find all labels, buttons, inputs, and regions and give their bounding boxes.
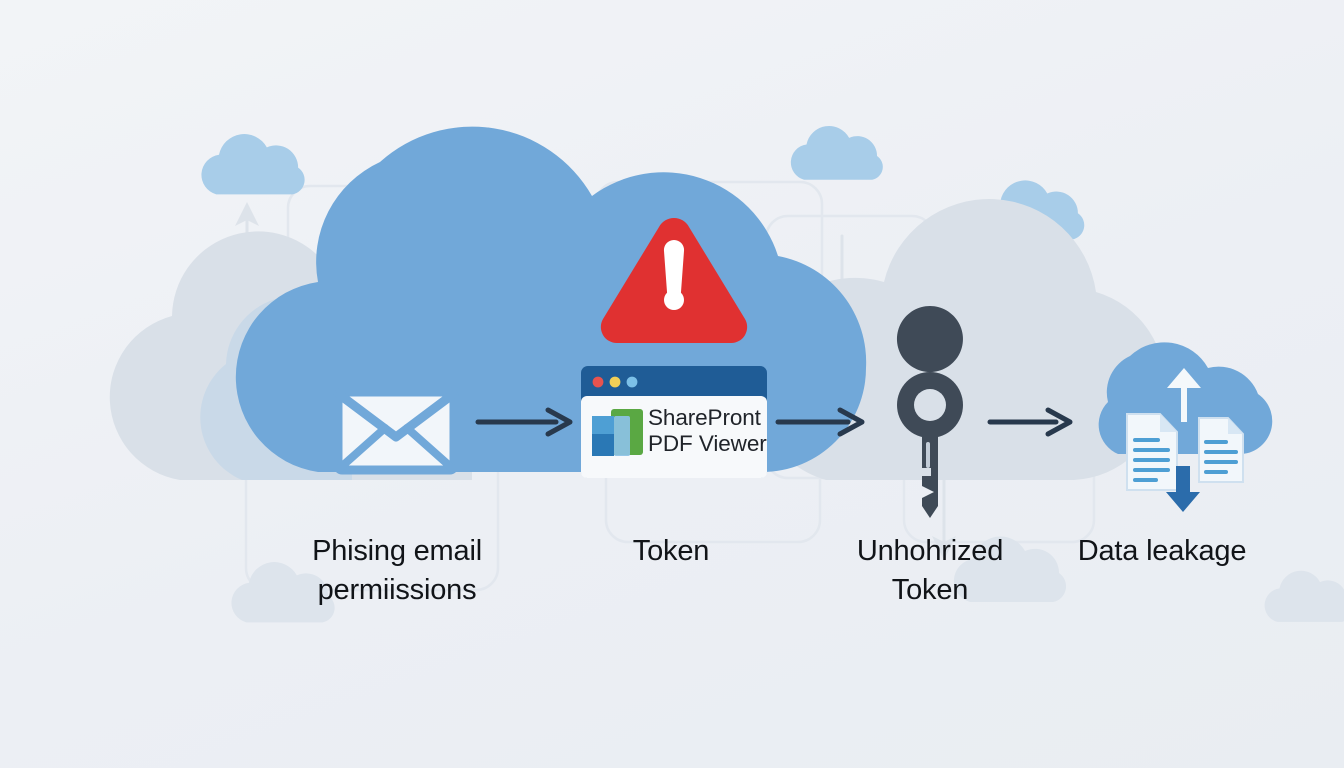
window-dot-close	[592, 376, 604, 388]
document-icon	[1198, 417, 1244, 483]
sharepoint-logo-icon	[592, 409, 643, 456]
download-arrow-icon	[1166, 466, 1200, 512]
key-icon	[896, 306, 963, 518]
upload-arrow-icon	[1167, 368, 1201, 422]
arrow-right-icon	[775, 407, 865, 437]
window-dot-minimize	[609, 376, 621, 388]
sharepoint-browser-window-icon	[581, 366, 767, 478]
stage-label-data-leakage: Data leakage	[1077, 535, 1247, 567]
cloud-documents-icon	[1098, 342, 1273, 512]
document-icon	[1126, 413, 1178, 491]
envelope-icon	[333, 387, 459, 475]
browser-app-name-line2: PDF Viewer	[648, 431, 767, 456]
stage-label-unauthorized-token: Unhohrized Token	[856, 535, 1004, 606]
browser-app-name-line1: SharePront	[648, 405, 761, 430]
stage-label-token: Token	[632, 535, 710, 567]
warning-triangle-icon	[600, 218, 748, 344]
window-dot-maximize	[626, 376, 638, 388]
stage-label-phishing-email: Phising email permiissions	[312, 535, 482, 606]
arrow-right-icon	[987, 407, 1073, 437]
arrow-right-icon	[475, 407, 573, 437]
